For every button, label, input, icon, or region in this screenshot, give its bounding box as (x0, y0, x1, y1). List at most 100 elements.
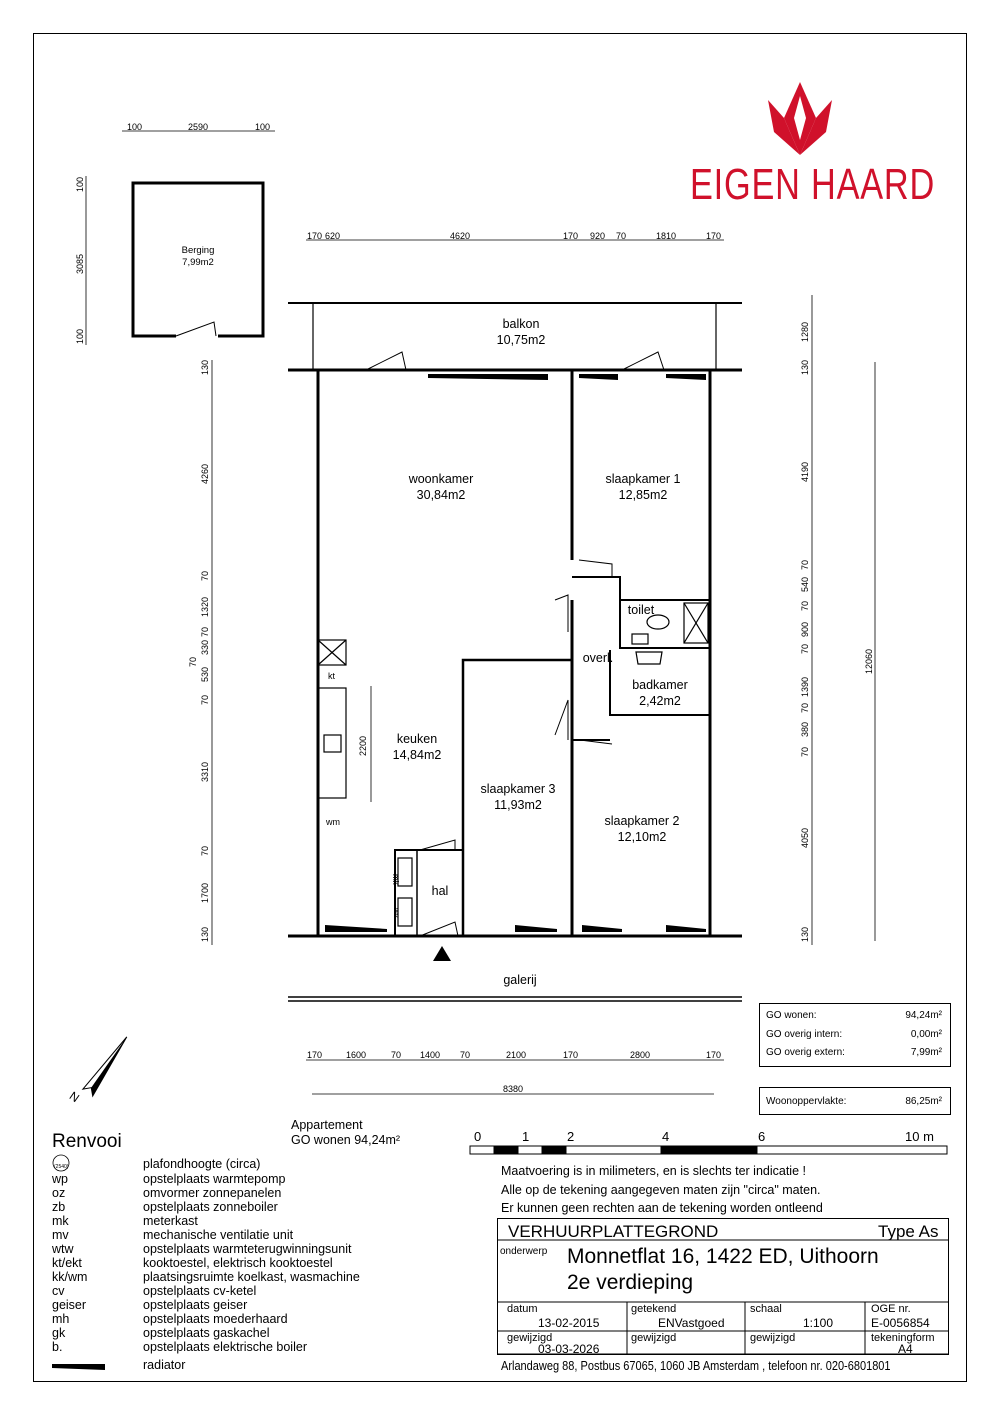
fixture-mk-label: mk (391, 874, 400, 885)
legend-code: kk/wm (52, 1270, 88, 1284)
dim-label: 2800 (630, 1050, 651, 1060)
dim-label: 70 (200, 570, 210, 581)
tb-oge: E-0056854 (871, 1316, 930, 1330)
dim-label: 70 (800, 643, 810, 654)
room-area: 12,10m2 (617, 830, 667, 844)
room-name: slaapkamer 3 (480, 782, 556, 796)
dim-label: 2200 (358, 735, 368, 756)
dim-label: 170 (706, 1050, 722, 1060)
dim-label: 130 (200, 926, 210, 942)
woonoppervlakte-box: Woonoppervlakte: 86,25m² (759, 1087, 951, 1115)
room-name: woonkamer (408, 472, 474, 486)
area-label: GO overig extern: (766, 1047, 845, 1058)
area-row: Woonoppervlakte: 86,25m² (766, 1096, 942, 1114)
title-block: VERHUURPLATTEGROND Type As onderwerp Mon… (497, 1218, 949, 1356)
legend-desc: plaatsingsruimte koelkast, wasmachine (143, 1270, 360, 1284)
areas-box: GO wonen: 94,24m² GO overig intern: 0,00… (759, 1003, 951, 1067)
room-name: Berging (181, 245, 215, 256)
dim-label: 170 (706, 231, 722, 241)
fixture-wm-label: wm (326, 817, 340, 827)
room-name: keuken (396, 732, 438, 746)
tb-schaal: 1:100 (803, 1316, 834, 1330)
room-area: 12,85m2 (618, 488, 668, 502)
dim-label: 330 (200, 639, 210, 655)
dim-label: 920 (590, 231, 606, 241)
dim-label: 1400 (420, 1050, 441, 1060)
tb-datum-label: datum (507, 1303, 538, 1315)
dim-label: 1280 (800, 321, 810, 342)
tb-gewijzigd-label: gewijzigd (507, 1332, 553, 1344)
dim-label: 4190 (800, 461, 810, 482)
legend-desc: omvormer zonnepanelen (143, 1186, 282, 1200)
legend-code: oz (52, 1186, 66, 1200)
dim-label: 100 (75, 328, 85, 344)
room-keuken: keuken 14,84m2 (393, 731, 442, 763)
dim-label: 100 (255, 122, 271, 132)
legend-desc: meterkast (143, 1214, 198, 1228)
legend-code: cv (52, 1284, 65, 1298)
dim-label: 3085 (75, 253, 85, 274)
room-name: overl. (582, 651, 614, 665)
tb-schaal-label: schaal (750, 1303, 782, 1315)
legend-desc: opstelplaats gaskachel (143, 1326, 270, 1340)
area-row: GO overig intern: 0,00m² (766, 1029, 942, 1047)
legend-desc: opstelplaats moederhaard (143, 1312, 288, 1326)
room-name: hal (431, 884, 449, 898)
dim-label: 100 (127, 122, 143, 132)
dim-label: 2590 (188, 122, 209, 132)
legend-desc: opstelplaats warmteterugwinningsunit (143, 1242, 352, 1256)
room-overloop: overl. (583, 650, 614, 666)
logo-wordmark: EIGEN HAARD (690, 160, 936, 209)
room-name: balkon (502, 317, 540, 331)
legend-desc: opstelplaats zonneboiler (143, 1200, 278, 1214)
tb-floor: 2e verdieping (567, 1271, 694, 1294)
dim-label: 70 (188, 656, 198, 667)
dim-label: 4050 (800, 827, 810, 848)
room-area: 10,75m2 (496, 333, 546, 347)
area-row: GO wonen: 94,24m² (766, 1010, 942, 1028)
dim-label: 3310 (200, 761, 210, 782)
dim-label: 620 (325, 231, 341, 241)
renvooi-title: Renvooi (52, 1131, 122, 1152)
dim-label: 70 (800, 702, 810, 713)
scale-label: 6 (758, 1129, 766, 1144)
tb-getekend-label: getekend (631, 1303, 677, 1315)
room-berging: Berging 7,99m2 (182, 245, 215, 269)
room-balkon: balkon 10,75m2 (497, 316, 546, 348)
dim-label: 170 (307, 1050, 323, 1060)
tb-getekend: ENVastgoed (658, 1316, 725, 1330)
dim-label: 540 (800, 576, 810, 592)
note-line: Er kunnen geen rechten aan de tekening w… (501, 1201, 823, 1215)
note-line: Alle op de tekening aangegeven maten zij… (501, 1183, 821, 1197)
dim-label: 530 (200, 666, 210, 682)
room-area: 11,93m2 (494, 798, 542, 812)
scale-label: 2 (567, 1129, 575, 1144)
room-galerij: galerij (503, 972, 536, 988)
appartement-line1: Appartement (291, 1118, 363, 1132)
room-area: 2,42m2 (639, 694, 681, 708)
legend-desc: opstelplaats cv-ketel (143, 1284, 257, 1298)
legend-code: (2540) (54, 1164, 69, 1170)
legend-code: mh (52, 1312, 70, 1326)
dim-label: 1600 (346, 1050, 367, 1060)
tb-title: VERHUURPLATTEGROND (508, 1222, 719, 1241)
dim-label: 70 (800, 746, 810, 757)
tb-tekeningform: A4 (898, 1342, 913, 1356)
room-slaapkamer-1: slaapkamer 1 12,85m2 (605, 471, 680, 503)
legend-desc: kooktoestel, elektrisch kooktoestel (143, 1256, 333, 1270)
area-value: 7,99m² (910, 1047, 942, 1058)
area-value: 94,24m² (905, 1010, 942, 1021)
dim-label: 130 (800, 359, 810, 375)
dim-label: 170 (563, 1050, 579, 1060)
room-name: badkamer (632, 678, 688, 692)
dim-label: 4260 (200, 463, 210, 484)
dim-label: 4620 (450, 231, 471, 241)
room-hal: hal (432, 883, 449, 899)
dim-label: 1700 (200, 882, 210, 903)
dim-label: 130 (800, 926, 810, 942)
dim-label: 70 (391, 1050, 402, 1060)
legend-desc: plafondhoogte (circa) (143, 1157, 261, 1171)
area-value: 0,00m² (910, 1029, 942, 1040)
legend-code: mv (52, 1228, 69, 1242)
